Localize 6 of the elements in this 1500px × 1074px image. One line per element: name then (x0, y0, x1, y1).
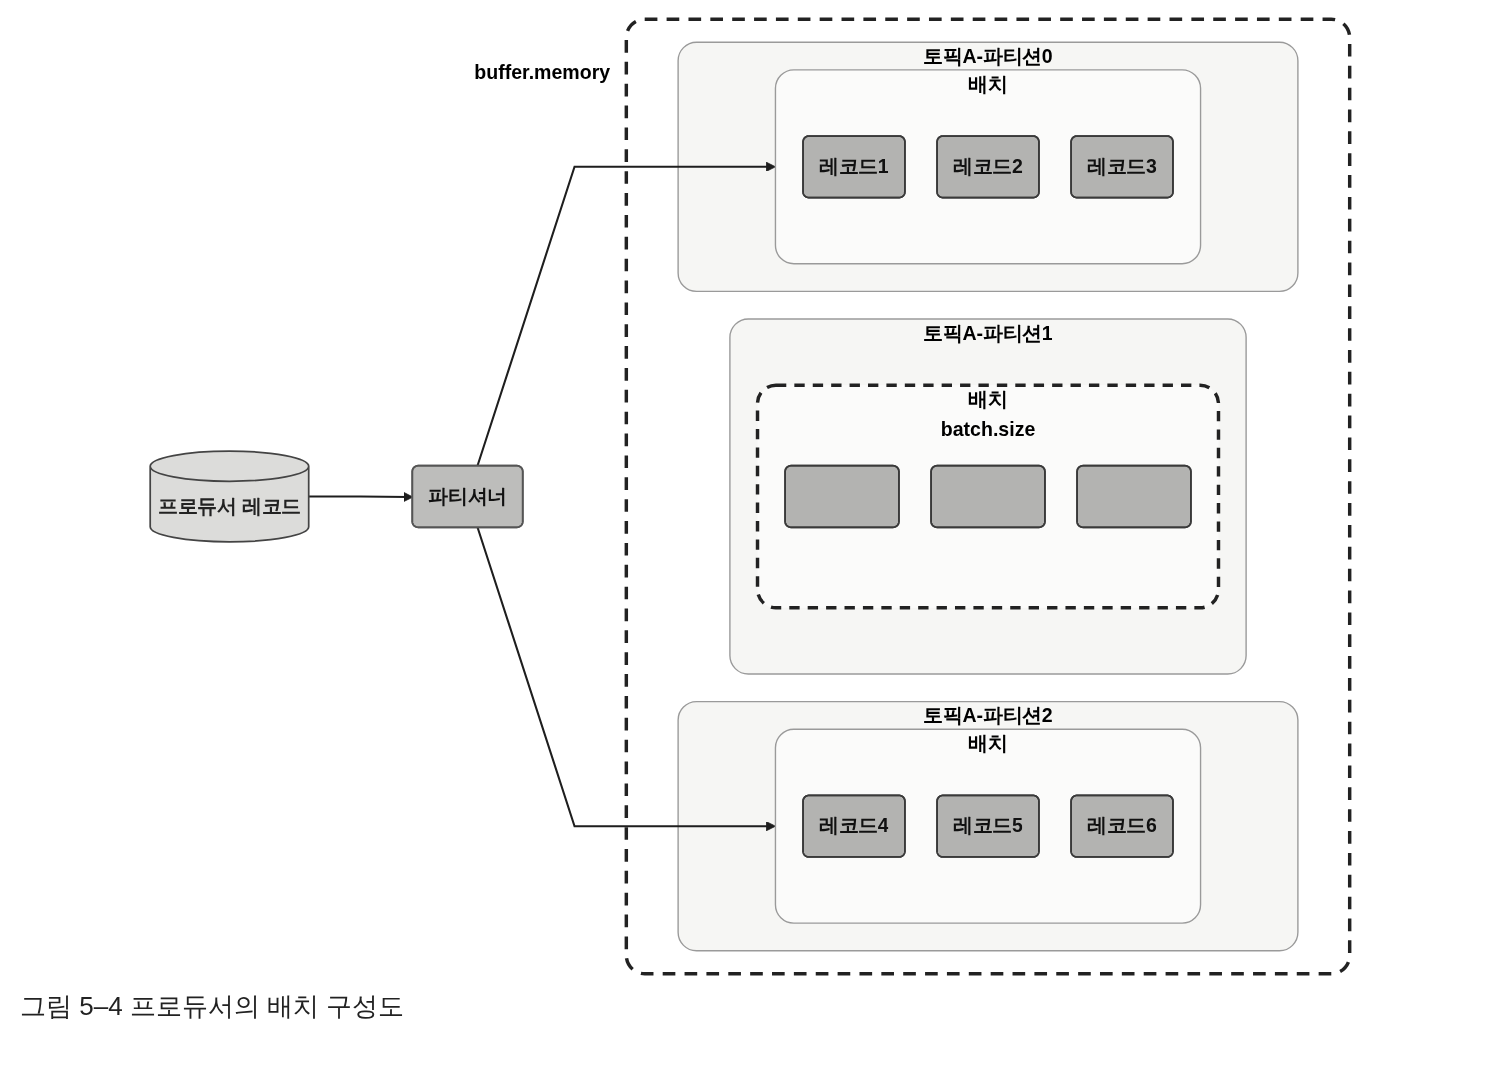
arrow (476, 526, 776, 832)
arrow (476, 161, 776, 467)
node-label: buffer.memory (474, 61, 611, 84)
caption: 그림 5–4 프로듀서의 배치 구성도 (20, 990, 405, 1023)
cluster: 배치 batch.size (755, 383, 1221, 610)
cluster (624, 17, 1352, 976)
